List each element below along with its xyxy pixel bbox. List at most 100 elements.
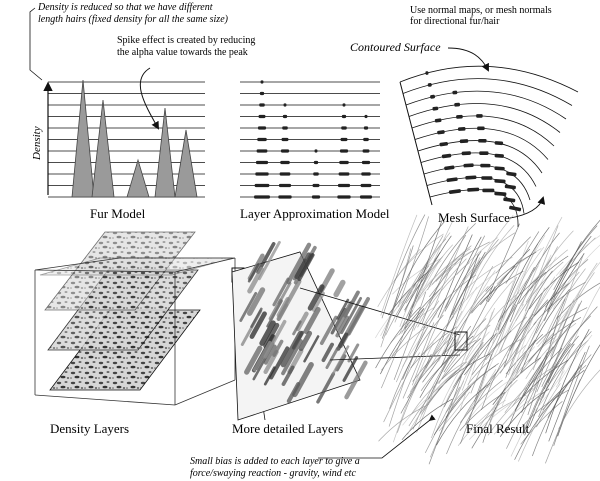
fur-strand	[427, 223, 476, 291]
detail-stroke	[307, 284, 325, 311]
fur-strand	[411, 362, 465, 414]
fur-strand	[447, 286, 489, 344]
mesh-arc	[402, 78, 573, 106]
fur-strand	[400, 260, 442, 304]
fur-strand	[492, 357, 541, 405]
mesh-dash	[430, 94, 436, 99]
detail-stroke	[333, 279, 346, 298]
fur-strand	[486, 344, 527, 389]
detail-stroke	[295, 311, 309, 332]
caption-layer-approx: Layer Approximation Model	[240, 206, 390, 221]
density-note-line1: Density is reduced so that we have diffe…	[37, 2, 213, 13]
fur-strand	[529, 249, 569, 286]
detail-stroke	[247, 287, 266, 316]
fur-strand	[468, 403, 511, 440]
bias-note-leader	[318, 414, 436, 459]
approx-dash	[314, 149, 318, 153]
layer-approximation-model	[240, 80, 380, 199]
approx-dash	[257, 126, 267, 130]
mesh-arc	[417, 140, 543, 174]
fur-spikes	[71, 79, 198, 198]
mesh-dash	[465, 175, 477, 180]
fur-strand	[433, 386, 472, 436]
mesh-arc	[411, 115, 555, 147]
final-result	[318, 214, 600, 465]
approx-dash	[342, 103, 346, 107]
approx-dash	[339, 149, 349, 153]
fur-strand	[510, 287, 545, 378]
approx-dash	[313, 172, 319, 176]
detail-stroke	[268, 298, 283, 321]
fur-strand	[553, 345, 590, 446]
density-axis-label: Density	[31, 126, 43, 161]
fur-strand	[495, 236, 531, 274]
detail-stroke	[325, 346, 339, 369]
detail-stroke	[321, 342, 334, 363]
fur-strand	[393, 291, 427, 381]
detail-stroke	[336, 298, 350, 320]
approx-dash	[281, 137, 289, 142]
fur-strand	[529, 343, 575, 427]
fur-strand	[388, 322, 427, 427]
fur-strand	[466, 224, 515, 300]
fur-strand	[452, 334, 495, 388]
fur-strand	[485, 316, 527, 361]
detail-stroke	[286, 242, 312, 285]
mesh-dash	[459, 139, 469, 144]
approx-dash	[283, 103, 287, 107]
fur-strand	[462, 256, 513, 294]
fur-strand	[549, 241, 582, 302]
fur-strand	[452, 239, 499, 316]
fur-strand	[539, 339, 589, 401]
fur-strand	[514, 348, 563, 411]
mesh-dash	[467, 187, 480, 192]
mesh-dash	[478, 138, 487, 143]
fur-strand	[524, 225, 559, 312]
detail-stroke	[253, 340, 272, 372]
mesh-dash	[434, 118, 442, 123]
fur-strand	[424, 386, 461, 454]
fur-strand	[536, 317, 568, 393]
zoom-target-box	[454, 331, 468, 351]
approx-dash	[280, 160, 290, 165]
detail-stroke	[335, 300, 354, 331]
fur-strand	[417, 219, 454, 299]
spike-4	[154, 107, 176, 198]
fur-strand	[402, 298, 446, 380]
fur-strand	[438, 391, 471, 432]
fur-strand	[497, 271, 547, 322]
approx-dash	[340, 137, 348, 142]
fur-strand	[431, 341, 484, 439]
fur-strand	[437, 234, 473, 318]
fur-strand	[545, 329, 590, 434]
detail-stroke	[263, 366, 276, 386]
fur-strand	[538, 331, 592, 418]
mesh-dash	[457, 127, 466, 131]
fur-strand	[530, 282, 570, 320]
detail-stroke	[269, 346, 290, 380]
fur-strand	[510, 387, 544, 457]
fur-strand	[475, 379, 518, 433]
fur-strand	[488, 344, 534, 426]
fur-strand	[440, 285, 494, 368]
fur-strand	[390, 306, 436, 343]
mesh-dash	[477, 126, 485, 131]
mesh-dash	[479, 151, 489, 155]
detail-stroke	[303, 335, 320, 363]
fur-strand	[459, 379, 503, 423]
fur-strand	[459, 391, 506, 431]
fur-strand	[391, 308, 424, 357]
caption-mesh-surface: Mesh Surface	[438, 210, 510, 225]
fur-strand	[459, 311, 493, 413]
fur-strand	[378, 403, 429, 442]
fur-strand	[518, 255, 569, 305]
fur-strand	[520, 401, 563, 445]
fur-strand	[397, 216, 429, 307]
detail-stroke	[297, 253, 315, 282]
approx-dash	[278, 183, 292, 188]
fur-strand	[412, 347, 456, 430]
mesh-edge	[399, 81, 433, 206]
approx-dash	[254, 195, 270, 199]
fur-strand	[505, 333, 544, 375]
mesh-dash	[480, 163, 491, 168]
